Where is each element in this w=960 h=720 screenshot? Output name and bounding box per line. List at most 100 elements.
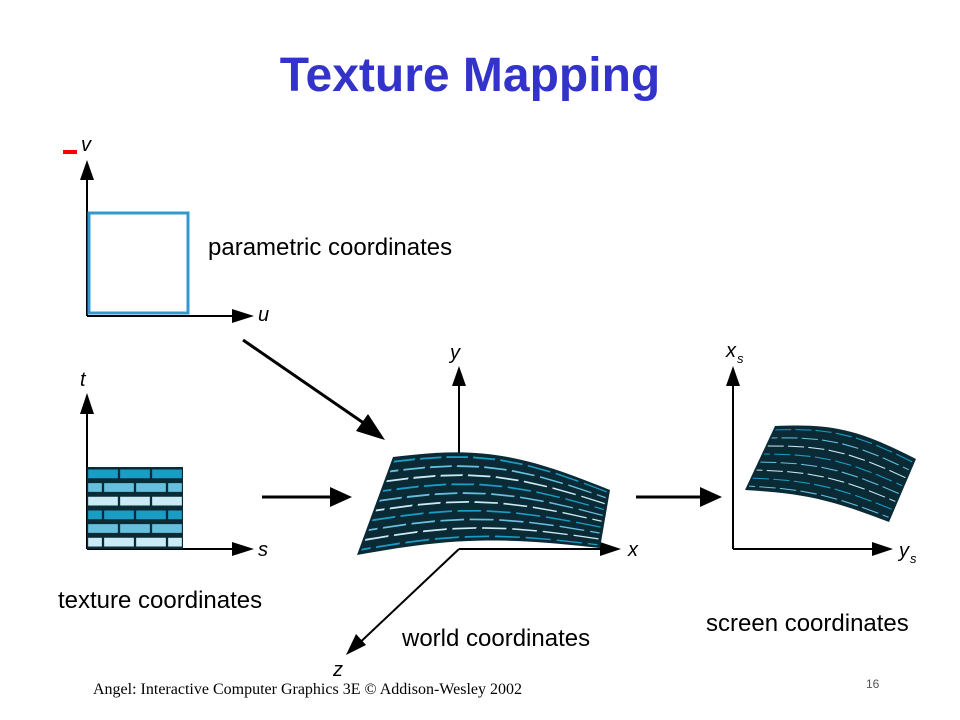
brick [120, 469, 150, 479]
brick [527, 464, 551, 473]
brick [88, 496, 118, 506]
brick [490, 493, 515, 498]
mapping-arrows [242, 338, 722, 507]
brick [868, 461, 886, 470]
brick [152, 469, 182, 479]
brick [525, 536, 551, 541]
brick [532, 506, 557, 513]
brick [578, 508, 603, 516]
brick [500, 459, 523, 466]
brick [428, 510, 453, 514]
brick [382, 523, 407, 529]
parametric-u-label: u [258, 304, 269, 326]
texture-horizontal-arrowhead [232, 542, 254, 556]
brick [875, 473, 893, 482]
brick [882, 514, 889, 518]
brick [766, 469, 784, 472]
brick [405, 538, 430, 544]
brick [529, 521, 554, 527]
brick [88, 537, 102, 547]
brick [499, 519, 524, 523]
brick [562, 511, 587, 519]
brick [519, 496, 544, 503]
brick [389, 469, 399, 473]
texture-vertical-arrowhead [80, 393, 94, 414]
brick [168, 510, 182, 520]
brick [523, 480, 548, 488]
brick [422, 528, 448, 533]
brick [781, 437, 798, 439]
brick [834, 488, 852, 495]
brick [771, 437, 778, 439]
world-to-screen-arrowhead [700, 487, 722, 507]
brick [382, 488, 392, 492]
brick [889, 498, 896, 502]
brick [474, 501, 499, 504]
screen-x-main: x [725, 340, 737, 362]
brick [760, 461, 777, 464]
brick [452, 527, 477, 530]
texture-brick-pattern [87, 467, 183, 549]
brick [592, 518, 602, 522]
brick [457, 509, 482, 512]
brick [875, 444, 893, 453]
brick [801, 437, 819, 440]
brick [841, 499, 858, 507]
screen-x-label: xs [725, 340, 744, 366]
parametric-horizontal-arrowhead [232, 309, 254, 323]
brick [403, 466, 426, 471]
brick [168, 537, 182, 547]
brick [583, 482, 607, 493]
brick [389, 504, 413, 510]
brick [494, 535, 520, 538]
brick [800, 463, 818, 467]
brick [104, 483, 134, 492]
brick [539, 476, 563, 485]
brick [794, 454, 811, 457]
brick [775, 429, 792, 431]
brick [406, 493, 430, 498]
brick [756, 469, 763, 471]
parametric-axes: v u [80, 134, 269, 326]
screen-y-subscript: s [910, 551, 917, 566]
world-z-axis [351, 548, 460, 651]
brick [587, 542, 598, 546]
brick [479, 483, 503, 488]
brick [815, 429, 832, 433]
world-y-label: y [448, 342, 461, 364]
brick [773, 453, 791, 456]
parametric-square [87, 211, 190, 315]
brick [168, 483, 182, 492]
brick [152, 524, 182, 533]
brick [855, 494, 872, 502]
brick [434, 536, 460, 540]
brick [104, 537, 134, 547]
brick [848, 454, 866, 461]
world-y-arrowhead [452, 366, 466, 386]
brick [861, 478, 879, 486]
brick [393, 531, 418, 537]
brick [594, 506, 604, 511]
brick [88, 469, 118, 479]
brick [503, 502, 528, 508]
brick [440, 474, 463, 477]
brick [445, 501, 470, 504]
brick [440, 518, 465, 522]
page-number: 16 [866, 677, 880, 691]
brick [429, 465, 453, 469]
brick [882, 457, 899, 466]
brick [855, 466, 872, 474]
brick [375, 508, 385, 512]
brick [848, 483, 865, 490]
brick [483, 466, 507, 471]
brick [841, 471, 859, 478]
brick [773, 478, 790, 482]
texture-s-label: s [258, 539, 268, 561]
brick [581, 495, 605, 505]
brick-mortar-background [87, 467, 183, 549]
brick [423, 483, 447, 487]
screen-vertical-arrowhead [726, 366, 740, 386]
brick [861, 506, 879, 514]
